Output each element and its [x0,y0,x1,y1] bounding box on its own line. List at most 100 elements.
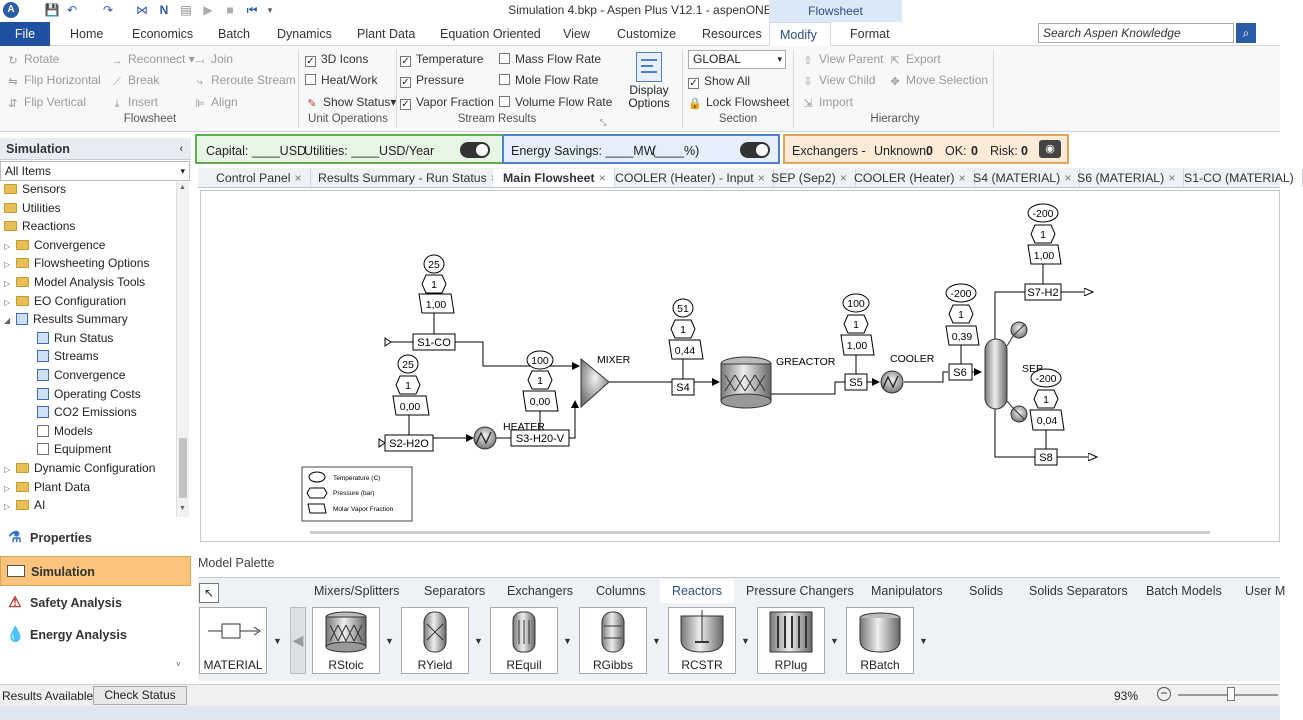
view-parent-button[interactable]: ⇧View Parent [801,50,883,68]
close-icon[interactable]: × [1168,171,1176,185]
tab-sep[interactable]: SEP (Sep2)× [761,169,856,187]
expanded-arrow-icon[interactable]: ◢ [4,316,11,326]
heat-work-checkbox[interactable]: Heat/Work [305,71,377,89]
tab-results-summary[interactable]: Results Summary - Run Status× [308,169,507,187]
flowsheet-diagram[interactable]: S1-CO S2-H2O S3-H20-V S4 S5 S6 S7-H2 S8 … [201,191,1281,543]
tree-item[interactable]: ◢Results Summary [4,310,128,328]
palette-tab-columns[interactable]: Columns [596,584,646,598]
tab-economics[interactable]: Economics [132,27,194,41]
tree-item[interactable]: ▷Flowsheeting Options [4,254,149,272]
stream-line[interactable] [771,381,845,395]
chevron-down-icon[interactable]: ▼ [273,636,282,646]
close-icon[interactable]: × [598,171,606,185]
save-icon[interactable]: 💾 [44,3,60,17]
palette-tab-solids-separators[interactable]: Solids Separators [1029,584,1128,598]
control-panel-icon[interactable]: ▤ [180,3,192,17]
capital-toggle[interactable] [460,142,490,158]
flowsheet-canvas[interactable]: S1-CO S2-H2O S3-H20-V S4 S5 S6 S7-H2 S8 … [200,190,1280,542]
stop-icon[interactable]: ■ [226,3,234,17]
tab-cooler-input[interactable]: COOLER (Heater) - Input× [605,169,774,187]
break-button[interactable]: ⟋Break [110,71,159,89]
section-select[interactable]: GLOBAL▾ [688,50,786,69]
separator-block[interactable] [984,321,1028,423]
tab-customize[interactable]: Customize [617,27,677,41]
zoom-out-icon[interactable]: − [1157,687,1171,701]
energy-kpi[interactable]: Energy Savings: ____MW (____%) [502,134,780,164]
tab-s4[interactable]: S4 (MATERIAL)× [963,169,1081,187]
temperature-checkbox[interactable]: ✓Temperature [400,50,483,68]
chevron-down-icon[interactable]: ▼ [919,636,928,646]
tree-item[interactable]: ▷Model Analysis Tools [4,273,145,291]
tab-format[interactable]: Format [850,27,890,41]
collapsed-arrow-icon[interactable]: ▷ [4,465,11,474]
vapor-fraction-checkbox[interactable]: ✓Vapor Fraction [400,93,494,111]
flip-horizontal-button[interactable]: ⇋Flip Horizontal [6,71,100,89]
chevron-down-icon[interactable]: ▼ [741,636,750,646]
tree-item[interactable]: Utilities [4,199,61,217]
mass-flow-checkbox[interactable]: Mass Flow Rate [499,50,601,68]
tree-item[interactable]: Sensors [4,180,66,198]
heater-block[interactable] [473,426,497,450]
tab-modify[interactable]: Modify [769,22,831,46]
palette-rbatch[interactable]: RBatch [846,607,914,674]
nav-properties[interactable]: ⚗Properties [0,523,191,553]
tab-plant-data[interactable]: Plant Data [357,27,416,41]
mole-flow-checkbox[interactable]: Mole Flow Rate [499,71,598,89]
tree-item[interactable]: Run Status [37,329,113,347]
canvas-scrollbar[interactable] [310,531,1210,534]
palette-tab-pressure-changers[interactable]: Pressure Changers [746,584,854,598]
tab-resources[interactable]: Resources [702,27,762,41]
tree-item[interactable]: ▷Plant Data [4,478,90,496]
chevron-down-icon[interactable]: ▼ [563,636,572,646]
display-options-button[interactable]: Display Options [622,50,676,112]
run-icon[interactable]: ▶ [203,3,213,17]
pressure-checkbox[interactable]: ✓Pressure [400,71,464,89]
mixer-block[interactable] [580,357,610,409]
tab-batch[interactable]: Batch [218,27,250,41]
palette-rcstr[interactable]: RCSTR [668,607,736,674]
chevron-down-icon[interactable]: ▼ [385,636,394,646]
tree-item[interactable]: ▷AI [4,496,45,514]
collapse-pane-icon[interactable]: ‹ [179,143,183,155]
close-icon[interactable]: × [757,171,765,185]
customize-qa-icon[interactable]: ▾ [267,5,273,15]
tab-main-flowsheet[interactable]: Main Flowsheet× [493,169,615,187]
palette-ryield[interactable]: RYield [401,607,469,674]
select-mode-icon[interactable]: ↖ [199,583,219,603]
palette-tab-user-models[interactable]: User M [1245,584,1286,598]
chevron-down-icon[interactable]: ▼ [474,636,483,646]
move-selection-button[interactable]: ✥Move Selection [888,71,988,89]
palette-rstoic[interactable]: RStoic [312,607,380,674]
palette-tab-manipulators[interactable]: Manipulators [871,584,943,598]
stream-line[interactable] [904,371,948,383]
join-button[interactable]: ⤙Join [193,50,233,68]
palette-rgibbs[interactable]: RGibbs [579,607,647,674]
tree-item[interactable]: Streams [37,347,99,365]
tree-item[interactable]: Operating Costs [37,385,141,403]
close-icon[interactable]: × [839,171,847,185]
rotate-button[interactable]: ↻Rotate [6,50,59,68]
tree-item[interactable]: ▷EO Configuration [4,292,126,310]
palette-tab-separators[interactable]: Separators [424,584,486,598]
search-icon[interactable]: ⌕ [1236,23,1256,43]
tree-item[interactable]: ▷Dynamic Configuration [4,459,155,477]
tab-s6[interactable]: S6 (MATERIAL)× [1067,169,1185,187]
flip-vertical-button[interactable]: ⇵Flip Vertical [6,93,86,111]
3d-icons-checkbox[interactable]: ✓3D Icons [305,50,368,68]
reactor-block[interactable] [720,356,772,409]
palette-tab-solids[interactable]: Solids [969,584,1004,598]
collapsed-arrow-icon[interactable]: ▷ [4,483,11,493]
tree-item[interactable]: Equipment [37,440,111,458]
tab-view[interactable]: View [563,27,590,41]
close-icon[interactable]: × [1064,171,1072,185]
reconnect-button[interactable]: →Reconnect ▾ [111,52,195,67]
tree-scrollbar[interactable]: ▲ ▼ [176,182,189,517]
palette-scroll-left-icon[interactable]: ◀ [290,607,306,674]
scroll-thumb[interactable] [179,438,187,498]
align-button[interactable]: ⊫Align [193,93,237,111]
insert-button[interactable]: ⤓Insert [110,93,158,111]
tree-item[interactable]: Convergence [37,366,125,384]
collapsed-arrow-icon[interactable]: ▷ [4,502,11,512]
next-icon[interactable]: ⋈ [136,3,148,17]
reroute-stream-button[interactable]: ⤷Reroute Stream [193,71,296,89]
